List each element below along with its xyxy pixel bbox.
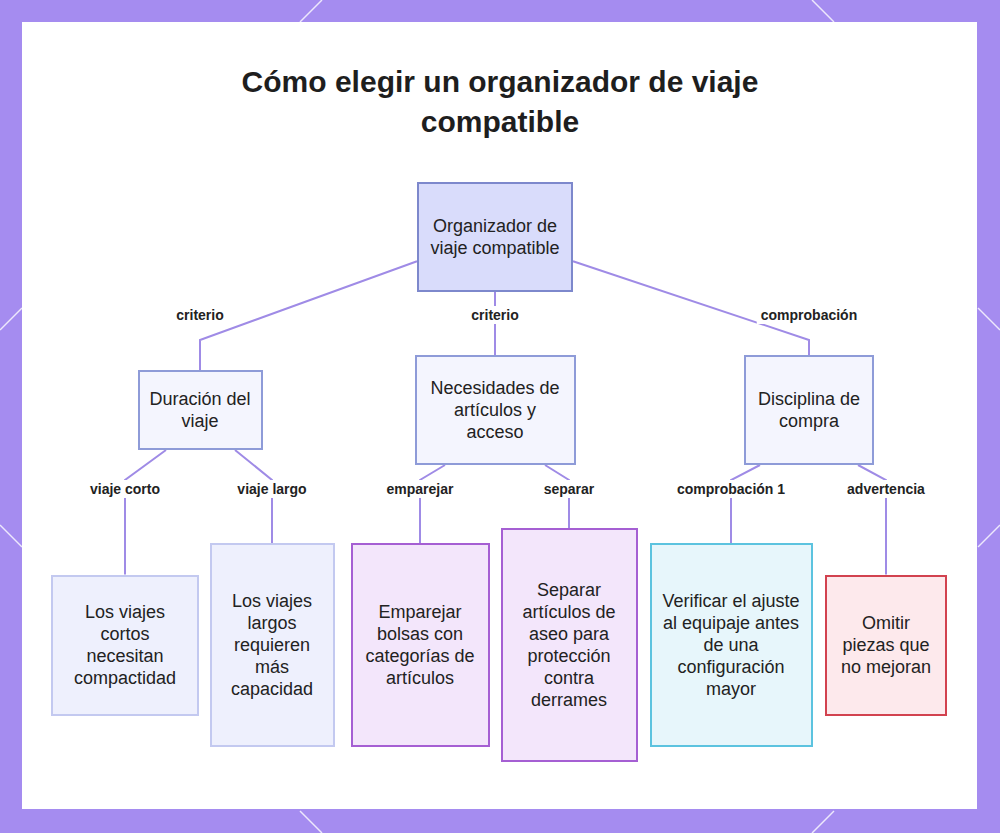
white-panel — [22, 22, 977, 809]
edge-label: emparejar — [383, 480, 458, 498]
detail-box: Los viajes largos requieren más capacida… — [210, 543, 335, 747]
node-text: Los viajes cortos necesitan compactidad — [60, 601, 190, 689]
detail-box: Emparejar bolsas con categorías de artíc… — [351, 543, 490, 747]
node-text: Los viajes largos requieren más capacida… — [219, 590, 326, 700]
node-text: Organizador de viaje compatible — [426, 215, 564, 259]
detail-box: Omitir piezas que no mejoran — [825, 575, 947, 716]
connector-line — [200, 261, 417, 370]
connector-line — [731, 465, 760, 543]
diagram-title: Cómo elegir un organizador de viaje comp… — [190, 62, 810, 142]
edge-label: comprobación — [757, 306, 861, 324]
node-text: Duración del viaje — [147, 388, 254, 432]
edge-label: criterio — [172, 306, 227, 324]
criterion-box: Duración del viaje — [138, 370, 263, 450]
node-text: Necesidades de artículos y acceso — [424, 377, 567, 443]
node-text: Disciplina de compra — [753, 388, 865, 432]
criterion-box: Necesidades de artículos y acceso — [415, 355, 576, 465]
edge-label: criterio — [467, 306, 522, 324]
node-text: Omitir piezas que no mejoran — [834, 612, 938, 678]
connector-line — [420, 465, 445, 543]
edge-label: advertencia — [843, 480, 929, 498]
edge-label: viaje corto — [86, 480, 164, 498]
edge-label: separar — [540, 480, 599, 498]
detail-box: Verificar el ajuste al equipaje antes de… — [650, 543, 813, 747]
root-box: Organizador de viaje compatible — [417, 182, 573, 292]
detail-box: Los viajes cortos necesitan compactidad — [51, 575, 199, 716]
node-text: Separar artículos de aseo para protecció… — [510, 579, 629, 711]
detail-box: Separar artículos de aseo para protecció… — [501, 528, 638, 762]
criterion-box: Disciplina de compra — [744, 355, 874, 465]
node-text: Emparejar bolsas con categorías de artíc… — [360, 601, 481, 689]
edge-label: comprobación 1 — [673, 480, 789, 498]
connector-line — [125, 450, 166, 575]
edge-label: viaje largo — [233, 480, 310, 498]
node-text: Verificar el ajuste al equipaje antes de… — [659, 590, 804, 700]
